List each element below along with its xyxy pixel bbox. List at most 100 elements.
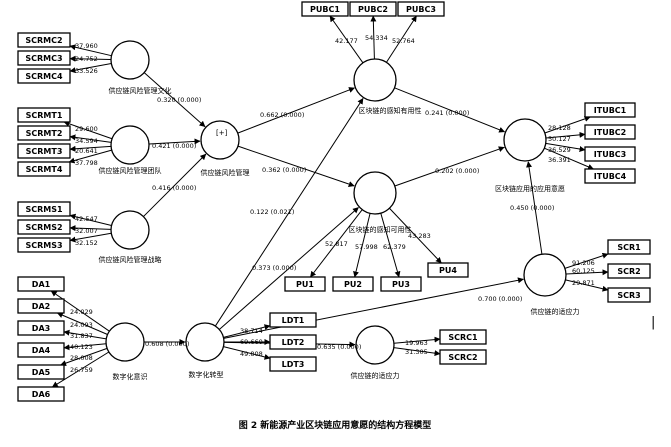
indicator-box — [397, 1, 445, 17]
indicator-label: SCRMT2 — [26, 129, 63, 138]
indicator-ITUBC4: ITUBC4 — [584, 168, 636, 184]
indicator-SCRMT3: SCRMT3 — [17, 143, 71, 159]
loading-arrow-PU3 — [380, 213, 401, 278]
construct-label: 供应链风险管理 — [201, 168, 250, 177]
indicator-box — [17, 320, 65, 336]
indicator-label: LDT2 — [282, 338, 305, 347]
loading-arrow-DA3 — [63, 329, 107, 340]
loading-arrow-SCRC2 — [393, 347, 441, 357]
loading-value-SCR2: 60.125 — [572, 267, 595, 275]
loading-value-SCRMT4: 37.798 — [75, 159, 98, 167]
loading-value-SCRMT3: 20.641 — [75, 147, 98, 155]
indicator-SCRMT2: SCRMT2 — [17, 125, 71, 141]
indicator-label: PUBC3 — [406, 5, 436, 14]
construct-sca: 供应链的适应力 — [351, 325, 400, 380]
indicator-box — [17, 386, 65, 402]
indicator-SCRMS3: SCRMS3 — [17, 237, 71, 253]
indicator-box — [301, 1, 349, 17]
construct-srm: [+] 供应链风险管理 — [200, 120, 250, 177]
path-arrow-dt_pu — [218, 207, 359, 330]
loading-value-LDT1: 38.714 — [240, 327, 263, 335]
path-arrow-srm_pub — [237, 87, 355, 134]
loading-value-PUBC3: 52.764 — [392, 37, 415, 45]
loading-arrow-ITUBC3 — [545, 142, 586, 152]
indicator-label: SCRMC2 — [25, 36, 62, 45]
loading-arrow-SCRMS2 — [69, 225, 112, 232]
construct-c2: 供应链风险管理团队 — [99, 125, 162, 175]
loading-arrow-SCR1 — [564, 252, 609, 269]
indicator-LDT3: LDT3 — [269, 356, 317, 372]
loading-arrow-SCRMS1 — [69, 213, 112, 226]
indicator-SCR1: SCR1 — [607, 239, 651, 255]
indicator-DA6: DA6 — [17, 386, 65, 402]
loading-arrow-SCRMC2 — [69, 44, 112, 57]
path-coefficient-pub_itu: 0.241 (0.000) — [425, 109, 469, 117]
loading-value-PU2: 57.998 — [355, 243, 378, 251]
indicator-SCRMC3: SCRMC3 — [17, 50, 71, 66]
loading-arrow-LDT3 — [223, 346, 271, 360]
indicator-label: SCRC1 — [448, 333, 478, 342]
loading-value-SCRC2: 31.305 — [405, 348, 428, 356]
loading-arrow-DA2 — [56, 312, 108, 335]
indicator-box — [584, 102, 636, 118]
indicator-box — [607, 239, 651, 255]
indicator-box — [584, 168, 636, 184]
indicator-box — [427, 262, 469, 278]
indicator-box — [607, 287, 651, 303]
path-coefficient-pu_itu: 0.202 (0.000) — [435, 167, 479, 175]
construct-inner-mark: [+] — [216, 129, 228, 137]
construct-label: 区块链的感知有用性 — [359, 106, 422, 115]
indicator-box — [349, 1, 397, 17]
indicator-label: SCRMC4 — [25, 72, 63, 81]
loading-arrow-SCRMC3 — [69, 55, 112, 62]
indicator-label: PU2 — [344, 280, 362, 289]
loading-value-DA2: 24.093 — [70, 321, 93, 329]
loading-arrow-PU4 — [389, 207, 442, 264]
construct-label: 区块链的感知可用性 — [349, 225, 412, 234]
loading-value-LDT2: 69.660 — [240, 338, 263, 346]
loading-value-DA1: 24.029 — [70, 308, 93, 316]
loading-value-SCRMT2: 34.594 — [75, 137, 98, 145]
loading-value-PU1: 52.817 — [325, 240, 348, 248]
indicator-SCRMC2: SCRMC2 — [17, 32, 71, 48]
indicator-label: SCRMC3 — [25, 54, 62, 63]
loading-arrow-SCRMT2 — [69, 134, 112, 143]
construct-circle — [503, 118, 547, 162]
indicator-label: SCR3 — [617, 291, 640, 300]
indicator-SCRC1: SCRC1 — [439, 329, 487, 345]
indicator-PU1: PU1 — [284, 276, 326, 292]
indicator-SCRMT4: SCRMT4 — [17, 161, 71, 177]
loading-arrow-LDT1 — [223, 324, 271, 338]
indicator-box — [584, 124, 636, 140]
indicator-box — [17, 68, 71, 84]
construct-circle — [110, 125, 150, 165]
indicator-box — [584, 146, 636, 162]
loading-value-SCRMC4: 33.526 — [75, 67, 98, 75]
indicator-LDT1: LDT1 — [269, 312, 317, 328]
indicator-box — [332, 276, 374, 292]
loading-arrow-PUBC3 — [385, 15, 417, 63]
indicator-box — [17, 107, 71, 123]
path-arrow-c1_srm — [143, 72, 206, 128]
loading-value-ITUBC3: 36.529 — [548, 146, 571, 154]
loading-value-SCRMC3: 24.752 — [75, 55, 98, 63]
indicator-box — [439, 349, 487, 365]
construct-circle — [523, 253, 567, 297]
loading-arrow-SCR3 — [565, 279, 609, 292]
loading-value-ITUBC1: 28.128 — [548, 124, 571, 132]
construct-circle — [353, 58, 397, 102]
indicator-box — [17, 342, 65, 358]
indicator-box — [284, 276, 326, 292]
construct-da: 数字化意识 — [105, 322, 148, 381]
path-coefficient-dt_pub: 0.122 (0.021) — [250, 208, 294, 216]
construct-scr_c: 供应链的适应力 — [523, 253, 580, 316]
loading-arrow-ITUBC2 — [545, 131, 586, 139]
indicator-box — [269, 356, 317, 372]
loading-arrow-SCRMT3 — [69, 145, 112, 152]
indicator-DA3: DA3 — [17, 320, 65, 336]
loading-arrow-PU2 — [353, 213, 371, 278]
construct-c1: 供应链风险管理文化 — [109, 40, 172, 95]
indicator-label: SCRMT4 — [26, 165, 63, 174]
indicator-ITUBC1: ITUBC1 — [584, 102, 636, 118]
indicator-PU3: PU3 — [380, 276, 422, 292]
